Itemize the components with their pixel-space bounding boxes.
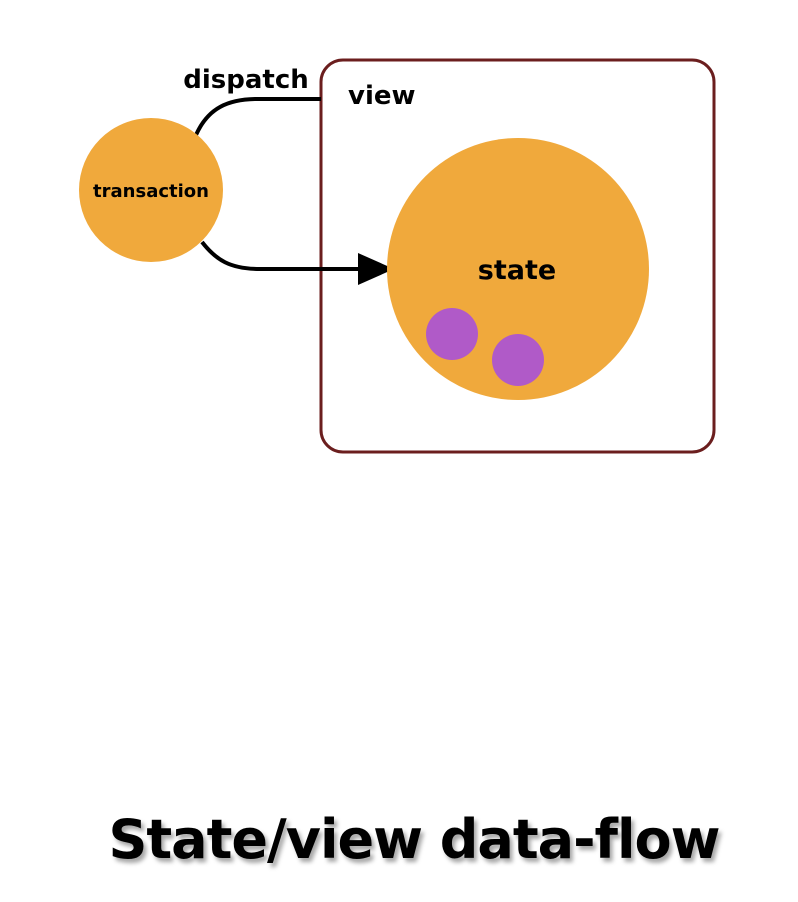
transaction-label: transaction xyxy=(93,181,209,202)
state-dot-1 xyxy=(426,308,478,360)
page-title: State/view data-flow xyxy=(108,808,720,871)
state-label: state xyxy=(478,255,556,286)
state-dot-2 xyxy=(492,334,544,386)
view-box xyxy=(319,58,716,454)
view-label: view xyxy=(348,81,416,111)
transaction-node xyxy=(79,118,223,262)
transaction-to-state-arrow xyxy=(200,240,394,285)
dispatch-connector xyxy=(194,97,321,136)
dispatch-label: dispatch xyxy=(183,65,309,95)
